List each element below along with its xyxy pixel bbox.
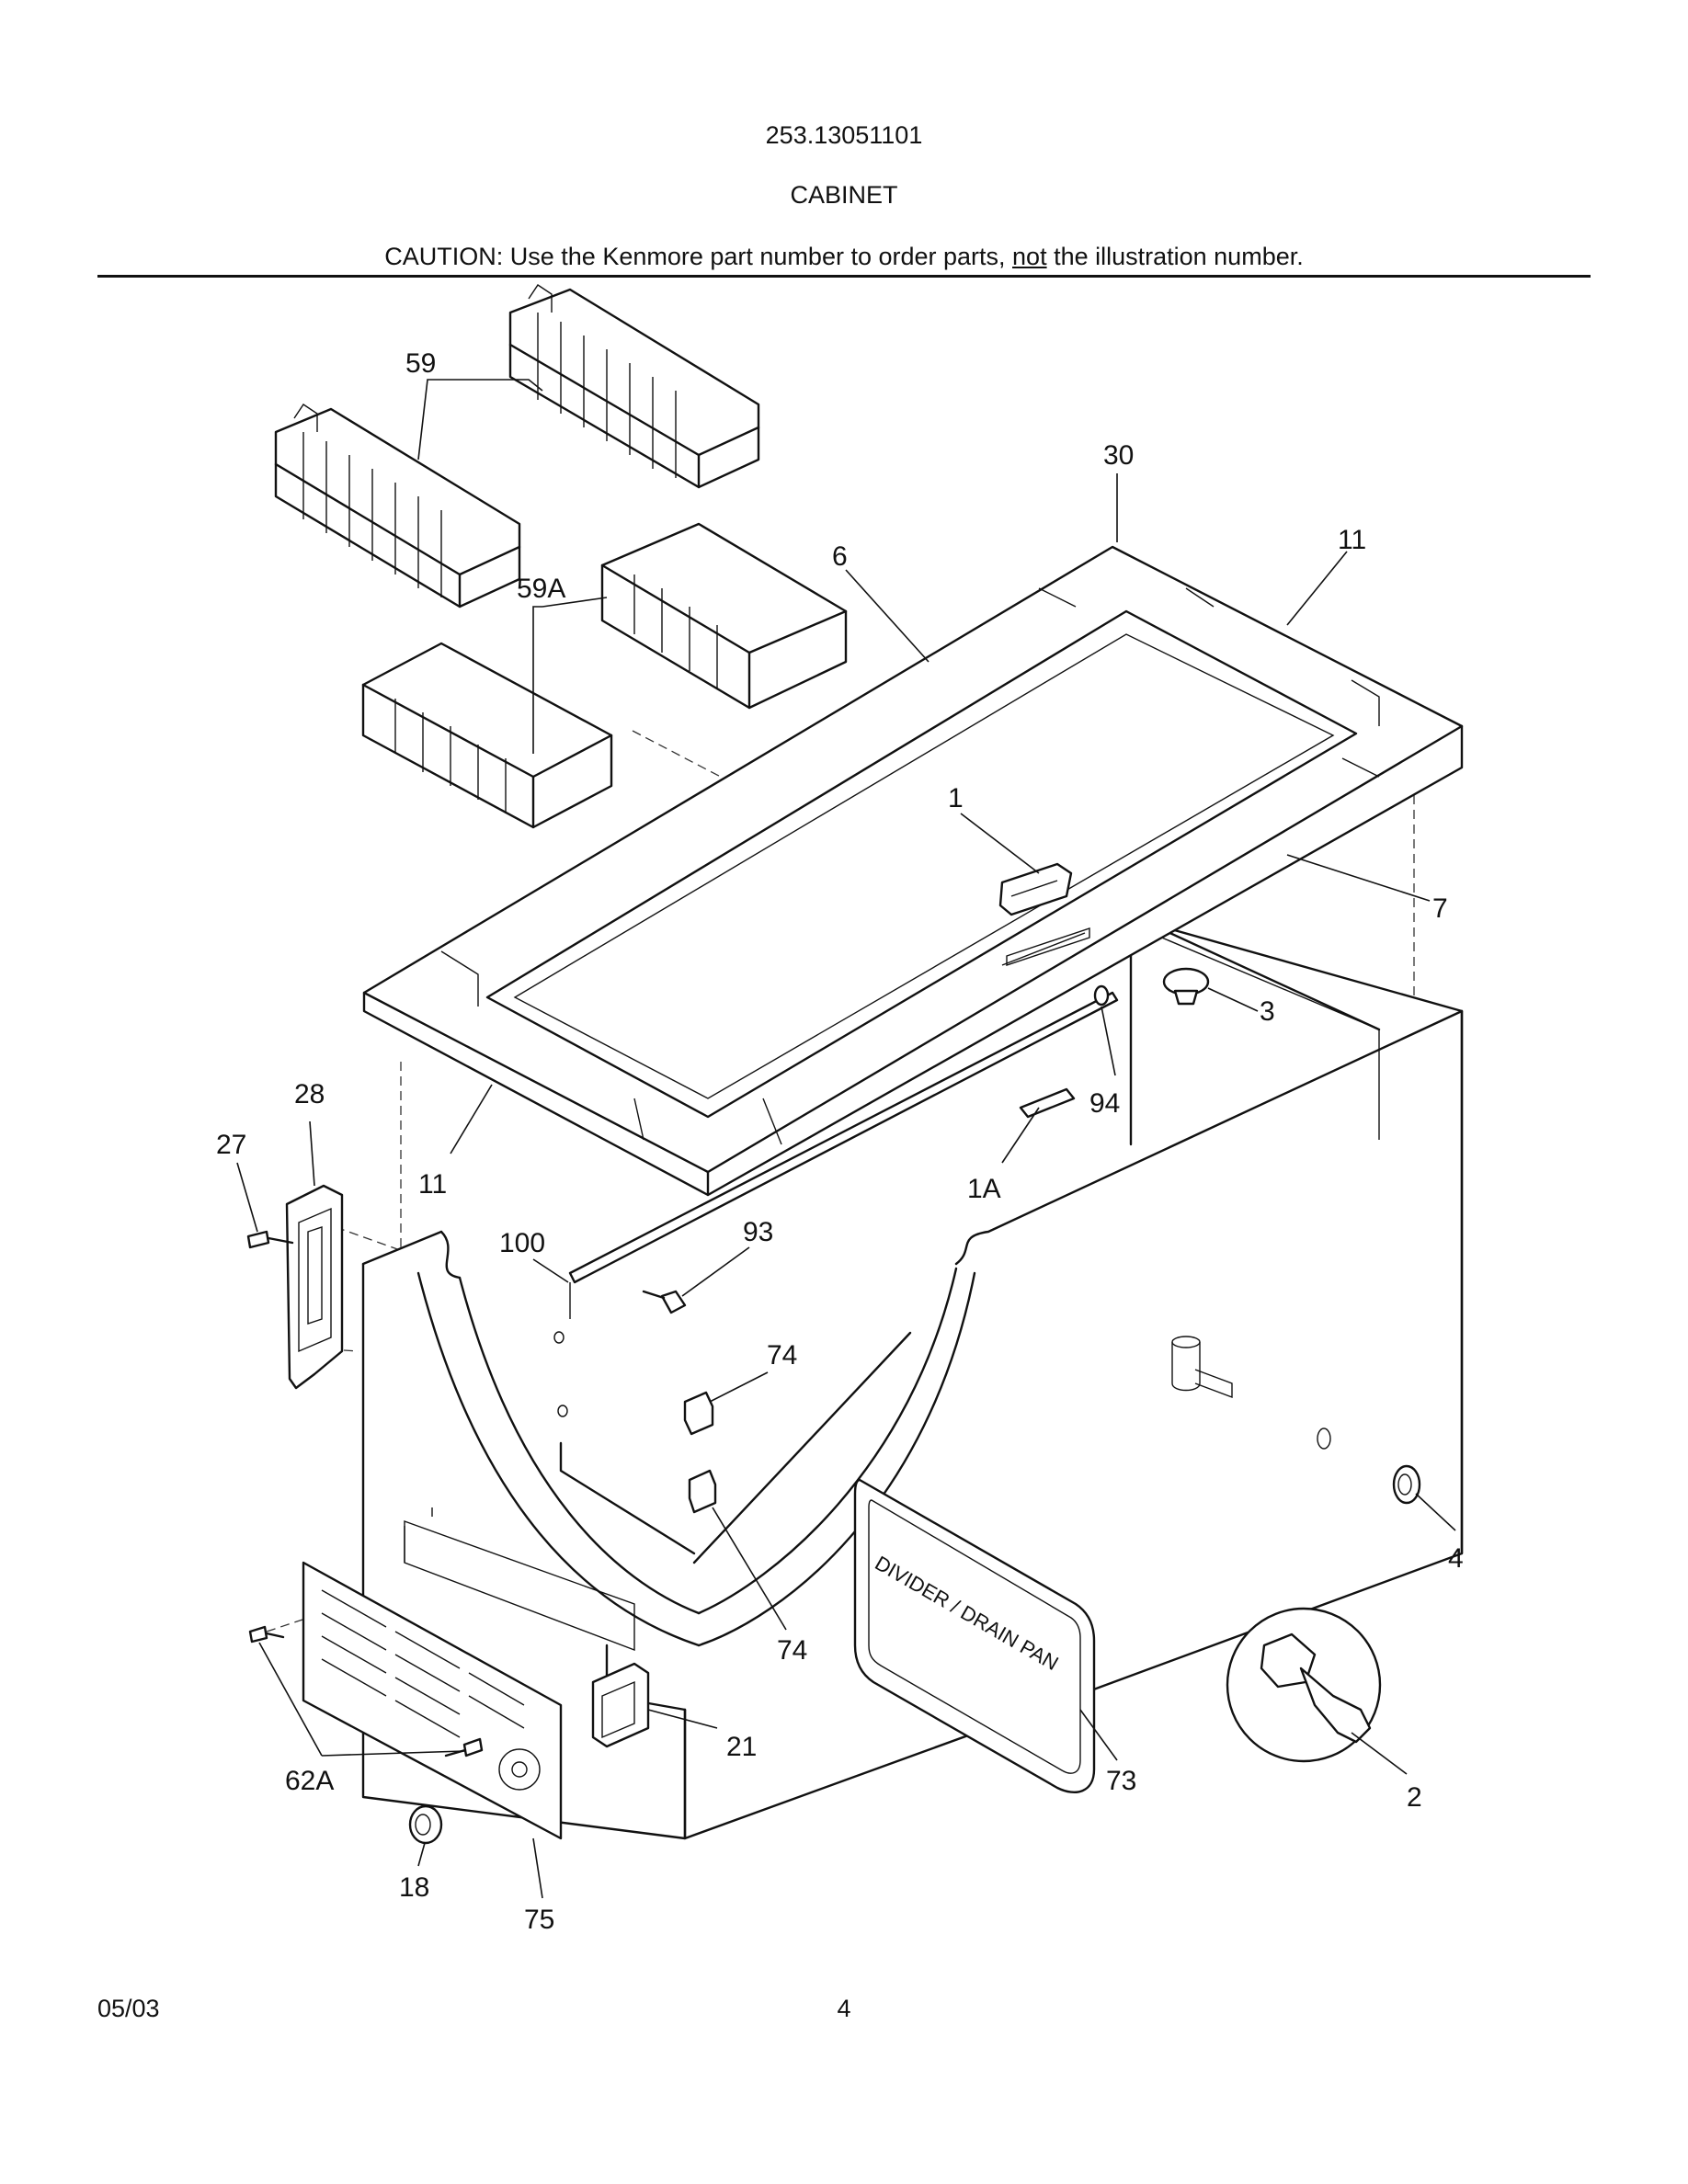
callout-62a: 62A (285, 1766, 334, 1796)
callout-75: 75 (524, 1905, 554, 1935)
plug-3 (1162, 967, 1210, 1006)
screw-93 (642, 1290, 687, 1314)
callout-28: 28 (294, 1079, 325, 1109)
lid-frame (362, 545, 1464, 1197)
drain-fitting-detail (1226, 1607, 1382, 1763)
divider-drain-pan: DIVIDER / DRAIN PAN (853, 1478, 1096, 1794)
callout-74-bottom: 74 (777, 1635, 807, 1666)
caution-prefix: CAUTION: Use the Kenmore part number to … (384, 243, 1013, 270)
clip-94 (1093, 984, 1110, 1007)
callout-18: 18 (399, 1872, 429, 1903)
hinge (285, 1184, 344, 1390)
callout-1a: 1A (967, 1174, 1001, 1204)
plug-4 (1392, 1464, 1421, 1505)
callout-93: 93 (743, 1217, 773, 1247)
screw-27 (246, 1230, 294, 1249)
model-number: 253.13051101 (765, 121, 923, 149)
page-number: 4 (837, 1995, 851, 2022)
leader-lines (236, 379, 1456, 1899)
callout-30: 30 (1103, 440, 1134, 471)
switch-21 (591, 1662, 650, 1748)
caution-note: CAUTION: Use the Kenmore part number to … (0, 243, 1688, 271)
clip-1a (1019, 1087, 1076, 1119)
basket-59-right (508, 284, 760, 489)
bumper-74-top (683, 1391, 714, 1436)
callout-7: 7 (1432, 893, 1448, 924)
callout-27: 27 (216, 1130, 246, 1160)
callout-3: 3 (1260, 996, 1275, 1027)
callout-4: 4 (1448, 1543, 1464, 1574)
callout-100: 100 (499, 1228, 545, 1258)
callout-59a: 59A (517, 574, 565, 604)
callout-11-left: 11 (418, 1169, 447, 1200)
screw-62a-left (248, 1625, 285, 1644)
basket-59a-front (361, 642, 613, 829)
basket-59a-back (600, 522, 848, 710)
callout-21: 21 (726, 1732, 757, 1762)
footer-date: 05/03 (97, 1995, 160, 2022)
caution-underlined: not (1012, 243, 1047, 270)
callout-74-top: 74 (767, 1340, 797, 1371)
callout-94: 94 (1089, 1088, 1120, 1119)
callout-11-top: 11 (1338, 525, 1366, 555)
callout-1: 1 (948, 783, 964, 813)
bumper-74-bottom (688, 1469, 717, 1514)
callout-2: 2 (1407, 1782, 1422, 1813)
header-rule (97, 275, 1591, 278)
caution-suffix: the illustration number. (1046, 243, 1304, 270)
basket-59-left (274, 404, 521, 609)
callout-73: 73 (1106, 1766, 1136, 1796)
section-title: CABINET (790, 181, 898, 209)
callout-59: 59 (405, 348, 436, 379)
callout-labels: 59 30 11 6 59A 1 7 3 28 27 94 11 1A 100 … (216, 348, 1464, 1935)
front-grille (302, 1561, 563, 1840)
plug-18 (408, 1804, 443, 1845)
callout-6: 6 (832, 541, 848, 572)
